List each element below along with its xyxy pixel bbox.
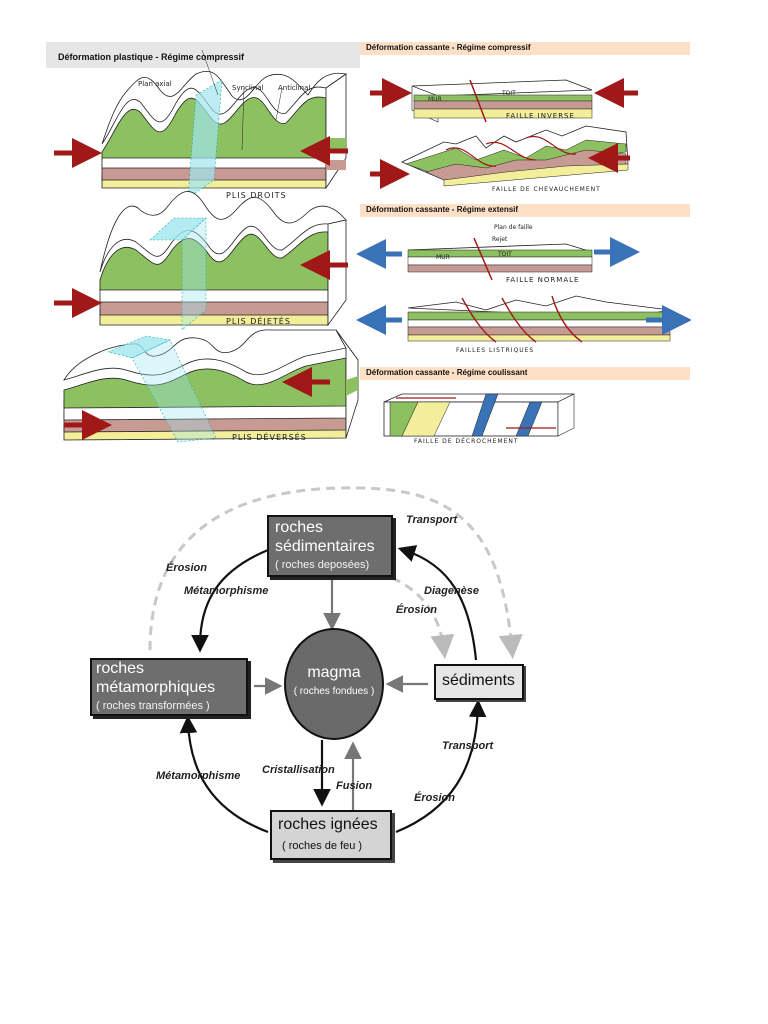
node-sed-title-1: roches [275, 519, 324, 536]
arc-erosion-right [391, 576, 455, 659]
plis-dejetes-block [54, 191, 348, 331]
label-toit-normale: TOIT [498, 251, 512, 258]
node-meta-title-2: métamorphiques [96, 679, 216, 696]
node-magma-title: magma [307, 664, 361, 681]
edge-label-transport-top: Transport [406, 514, 458, 526]
label-plis-deverses: PLIS DÉVERSÉS [232, 433, 307, 442]
failles-listriques-block [356, 295, 691, 343]
brittle-compressive-header-bar [360, 42, 690, 55]
arc-transport-top [148, 486, 523, 659]
node-sediments: sédiments [434, 664, 524, 700]
edge-label-erosion-right: Érosion [396, 604, 437, 616]
edge-label-transport-bottom: Transport [442, 740, 494, 752]
node-roches-sedimentaires: roches sédimentaires ( roches deposées) [267, 515, 393, 577]
plastic-header-bar [46, 42, 360, 68]
node-magma: magma ( roches fondues ) [284, 628, 384, 740]
node-ignees-sub: ( roches de feu ) [282, 840, 363, 852]
node-meta-title-1: roches [96, 660, 145, 677]
label-plan-de-faille: Plan de faille [494, 224, 533, 231]
edge-label-erosion-bottom: Érosion [414, 792, 455, 804]
plis-deverses-block [63, 329, 359, 443]
label-faille-decrochement: FAILLE DE DÉCROCHEMENT [414, 438, 519, 445]
label-plis-dejetes: PLIS DÉJETÉS [226, 317, 291, 326]
edge-label-metamorphisme-top: Métamorphisme [184, 585, 269, 597]
label-faille-inverse: FAILLE INVERSE [506, 112, 575, 120]
node-ignees-title: roches ignées [278, 816, 378, 833]
node-roches-ignees: roches ignées ( roches de feu ) [270, 810, 392, 860]
brittle-extensive-header-bar [360, 204, 690, 217]
node-magma-sub: ( roches fondues ) [293, 686, 375, 697]
arc-diagenese [397, 545, 478, 661]
edge-label-diagenese: Diagenèse [424, 585, 480, 597]
label-faille-chevauchement: FAILLE DE CHEVAUCHEMENT [492, 186, 601, 193]
label-plan-axial: Plan axial [138, 80, 172, 88]
deformation-drawings [54, 49, 691, 443]
label-toit-inverse: TOIT [502, 90, 516, 97]
brittle-extensive-header: Déformation cassante - Régime extensif [366, 205, 519, 214]
faille-chevauchement-block [370, 125, 630, 189]
node-sed-sub: ( roches deposées) [275, 559, 370, 571]
brittle-strike-header-bar [360, 367, 690, 380]
node-meta-sub: ( roches transformées ) [96, 700, 210, 712]
label-failles-listriques: FAILLES LISTRIQUES [456, 347, 535, 354]
node-sediments-title: sédiments [442, 672, 515, 689]
label-synclinal: Synclinal [232, 84, 264, 92]
deformation-figure: Déformation plastique - Régime compressi… [46, 40, 691, 450]
arc-erosion-bottom [395, 699, 487, 834]
label-mur-normale: MUR [436, 254, 450, 261]
node-sed-title-2: sédimentaires [275, 538, 375, 555]
edge-label-cristallisation: Cristallisation [262, 764, 335, 776]
edge-label-metamorphisme-bottom: Métamorphisme [156, 770, 241, 782]
arc-metamorphisme-top [191, 548, 269, 653]
edge-label-fusion: Fusion [336, 780, 373, 792]
label-mur-inverse: MUR [428, 96, 442, 103]
arc-metamorphisme-bottom [179, 715, 269, 834]
faille-decrochement-block [383, 393, 575, 437]
label-rejet: Rejet [492, 236, 508, 243]
edge-label-erosion-left: Érosion [166, 562, 207, 574]
node-roches-metamorphiques: roches métamorphiques ( roches transform… [90, 658, 248, 716]
label-faille-normale: FAILLE NORMALE [506, 276, 580, 284]
plis-droits-block [54, 49, 348, 199]
label-anticlinal: Anticlinal [278, 84, 311, 92]
faille-inverse-block [370, 78, 638, 123]
label-plis-droits: PLIS DROITS [226, 191, 287, 200]
faille-normale-block [356, 237, 640, 281]
plastic-header: Déformation plastique - Régime compressi… [58, 52, 245, 62]
brittle-compressive-header: Déformation cassante - Régime compressif [366, 43, 531, 52]
brittle-strike-header: Déformation cassante - Régime coulissant [366, 368, 528, 377]
